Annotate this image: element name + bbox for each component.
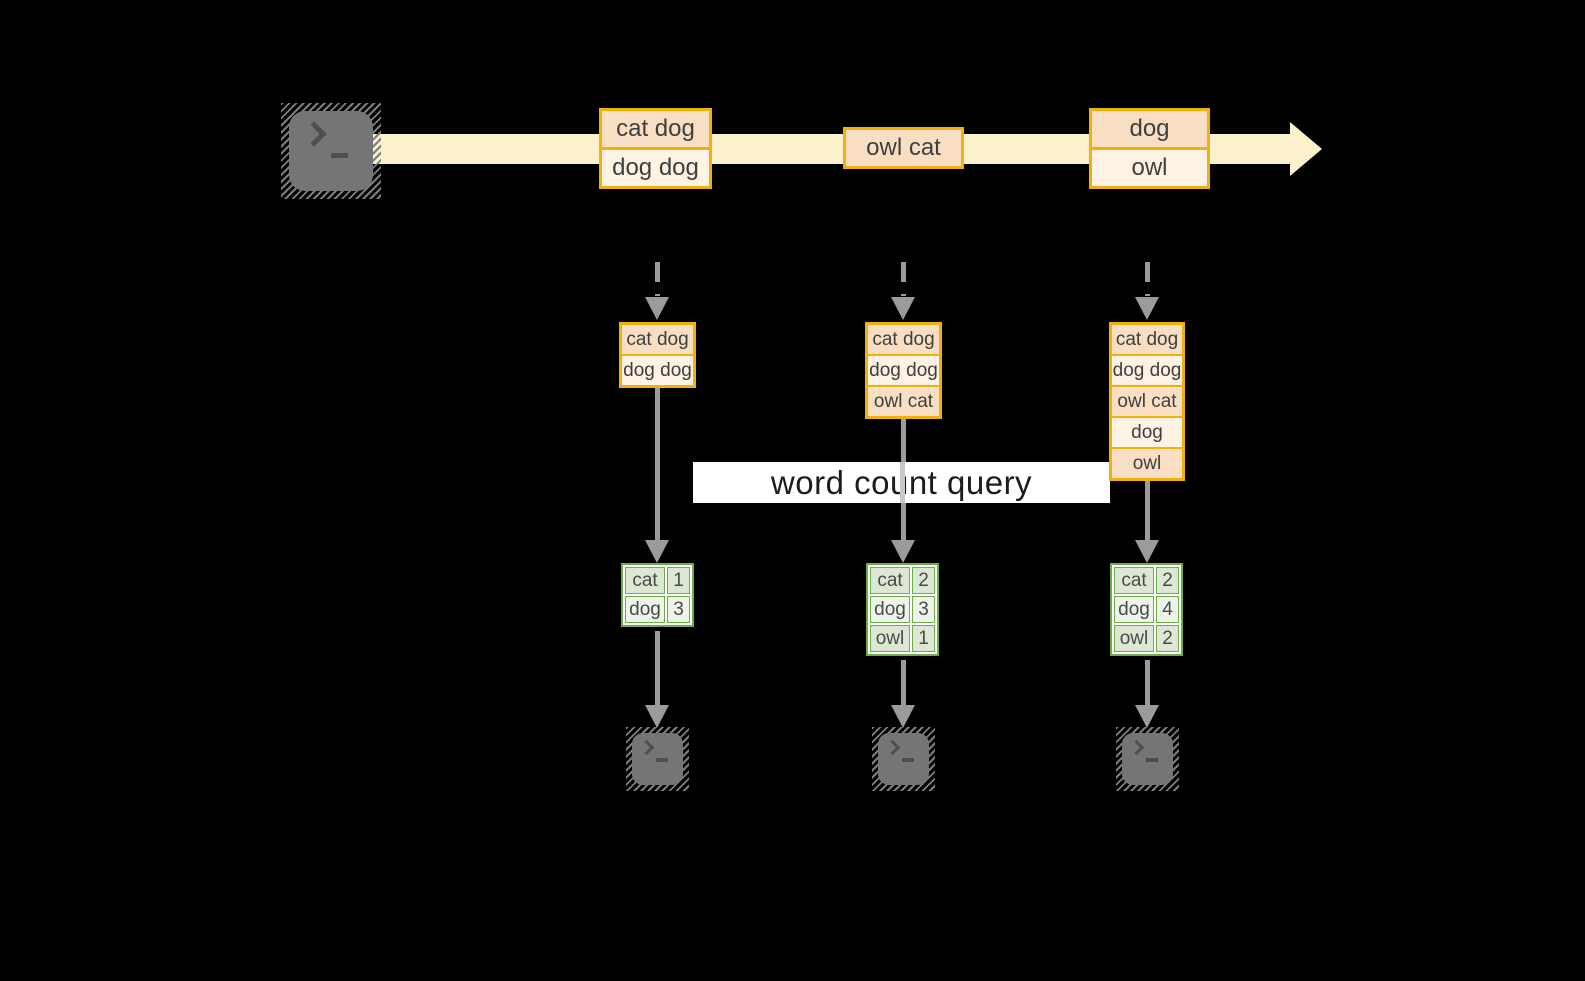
flow-arrow [654,388,660,540]
word-count-table-3: cat 2 dog 4 owl 2 [1110,563,1183,656]
input-row: dog dog [868,354,939,385]
source-terminal-icon [281,103,381,199]
stream-batch-2: owl cat [843,127,964,169]
dashed-arrow-head [1135,297,1159,320]
dashed-arrow-head [645,297,669,320]
word-cell: cat [625,567,665,594]
input-row: dog dog [622,354,693,385]
batch-row: owl cat [846,130,961,166]
word-cell: cat [1114,567,1154,594]
input-row: owl [1112,447,1182,478]
flow-arrow-through-band [900,462,905,503]
terminal-screen [1122,733,1173,785]
flow-arrow-head [891,705,915,728]
terminal-screen [289,111,373,191]
input-row: cat dog [1112,325,1182,354]
count-cell: 1 [667,567,690,594]
word-count-table-2: cat 2 dog 3 owl 1 [866,563,939,656]
dashed-arrow [1144,262,1150,296]
batch-row: owl [1092,147,1207,186]
prompt-chevron-icon [884,739,901,756]
batch-row: cat dog [602,111,709,147]
batch-row: dog [1092,111,1207,147]
word-count-table-1: cat 1 dog 3 [621,563,694,627]
word-cell: owl [1114,625,1154,652]
accumulated-input-table-3: cat dog dog dog owl cat dog owl [1109,322,1185,481]
input-row: owl cat [868,385,939,416]
flow-arrow-head [645,705,669,728]
count-cell: 2 [1156,567,1179,594]
word-cell: dog [1114,596,1154,623]
accumulated-input-table-1: cat dog dog dog [619,322,696,388]
input-row: cat dog [622,325,693,354]
flow-arrow [1144,660,1150,705]
count-cell: 3 [667,596,690,623]
word-cell: dog [870,596,910,623]
word-cell: dog [625,596,665,623]
prompt-underscore-icon [656,758,668,762]
flow-arrow-head [645,540,669,563]
stream-arrow-head [1290,122,1322,176]
sink-terminal-icon [1116,727,1179,791]
prompt-chevron-icon [301,121,327,147]
flow-arrow-head [891,540,915,563]
dashed-arrow [654,262,660,296]
flow-arrow-head [1135,540,1159,563]
flow-arrow [654,631,660,705]
count-cell: 1 [912,625,935,652]
count-cell: 2 [1156,625,1179,652]
flow-arrow-head [1135,705,1159,728]
stream-batch-1: cat dog dog dog [599,108,712,189]
prompt-underscore-icon [902,758,914,762]
count-cell: 4 [1156,596,1179,623]
input-row: dog dog [1112,354,1182,385]
word-cell: cat [870,567,910,594]
dashed-arrow-head [891,297,915,320]
prompt-underscore-icon [1146,758,1158,762]
accumulated-input-table-2: cat dog dog dog owl cat [865,322,942,419]
prompt-chevron-icon [638,739,655,756]
dashed-arrow [900,262,906,296]
sink-terminal-icon [872,727,935,791]
input-row: dog [1112,416,1182,447]
word-cell: owl [870,625,910,652]
count-cell: 2 [912,567,935,594]
stream-batch-3: dog owl [1089,108,1210,189]
batch-row: dog dog [602,147,709,186]
flow-arrow [900,660,906,705]
prompt-underscore-icon [331,153,348,158]
input-row: cat dog [868,325,939,354]
count-cell: 3 [912,596,935,623]
terminal-screen [878,733,929,785]
terminal-screen [632,733,683,785]
input-row: owl cat [1112,385,1182,416]
prompt-chevron-icon [1128,739,1145,756]
flow-arrow [1144,481,1150,540]
sink-terminal-icon [626,727,689,791]
